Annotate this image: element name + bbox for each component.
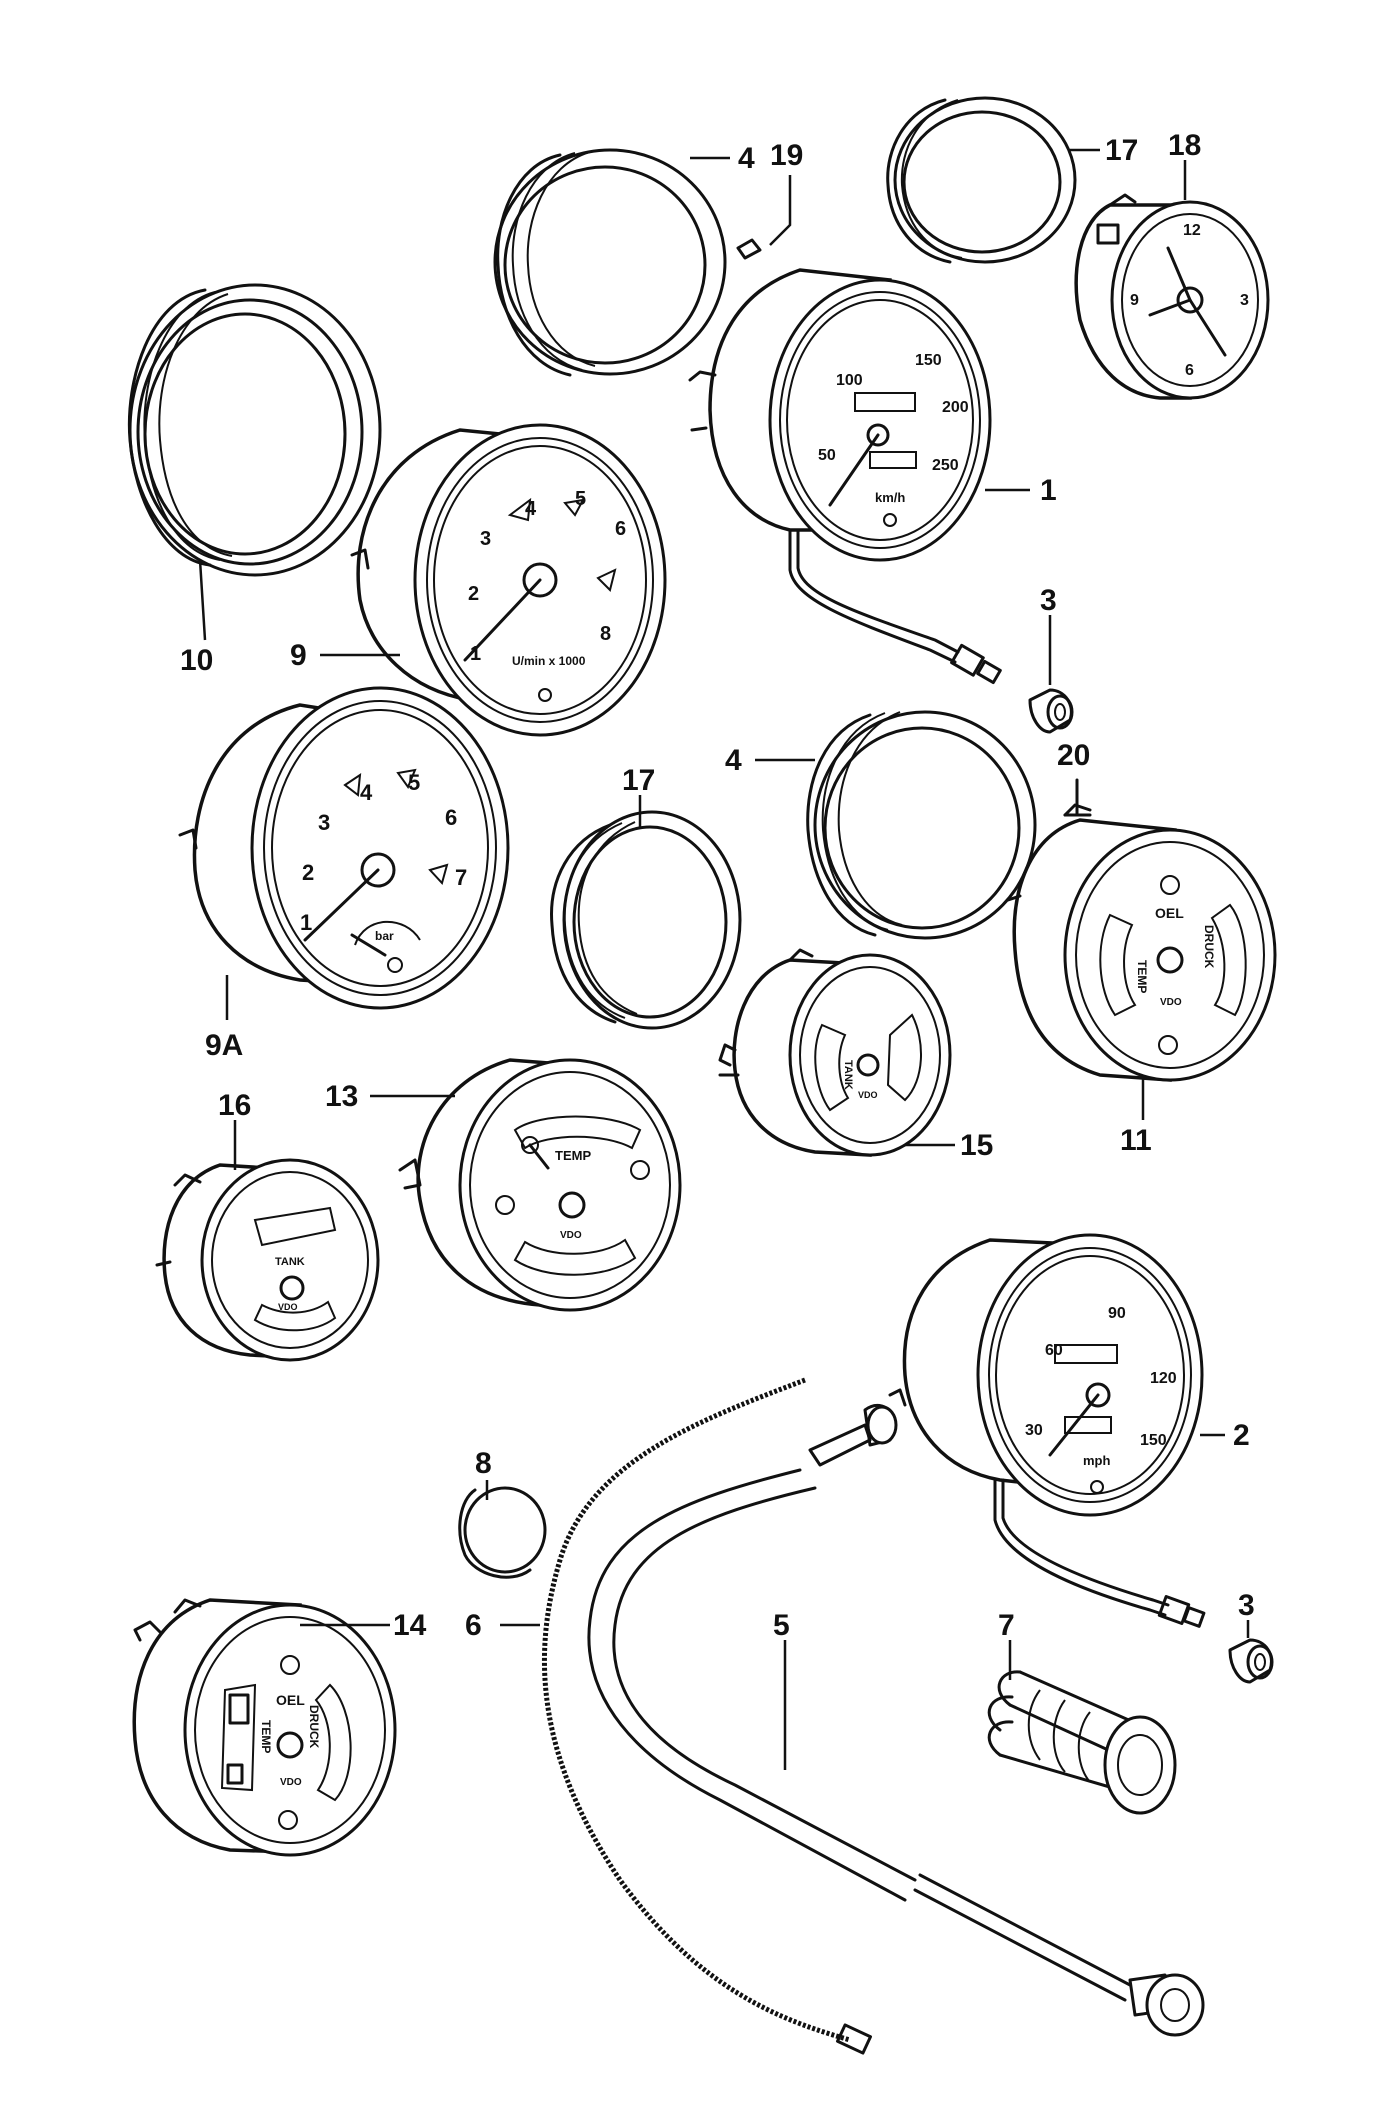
gauge14-oel: OEL bbox=[276, 1692, 305, 1708]
tach9-n2: 2 bbox=[468, 583, 479, 605]
part-8-grommet bbox=[458, 1486, 547, 1579]
label-17-mid: 17 bbox=[622, 764, 655, 797]
gauge14-temp: TEMP bbox=[259, 1720, 273, 1753]
part-9a-tachometer: 1 2 3 4 5 6 7 bar bbox=[178, 686, 510, 1010]
part-14-oil-gauge: OEL TEMP DRUCK VDO bbox=[132, 1598, 397, 1857]
kmh-150: 150 bbox=[915, 352, 942, 369]
label-6: 6 bbox=[465, 1609, 482, 1642]
part-4-bezel-ring-mid bbox=[806, 710, 1037, 940]
gauge15-vdo: VDO bbox=[858, 1090, 878, 1100]
tach9a-n2: 2 bbox=[302, 860, 314, 885]
tach9a-n5: 5 bbox=[408, 770, 420, 795]
part-11-oil-gauge: OEL TEMP DRUCK VDO bbox=[1006, 803, 1277, 1082]
label-5: 5 bbox=[773, 1609, 790, 1642]
part-9-tachometer: 1 2 3 4 5 6 8 U/min x 1000 bbox=[350, 423, 667, 737]
tach9a-n7: 7 bbox=[455, 865, 467, 890]
part-5-speedo-cable bbox=[587, 1403, 1205, 2037]
tach9-unit: U/min x 1000 bbox=[512, 654, 586, 668]
label-14: 14 bbox=[393, 1609, 427, 1642]
part-17-bezel-ring-top bbox=[886, 96, 1077, 264]
label-4-mid: 4 bbox=[725, 744, 742, 777]
label-8: 8 bbox=[475, 1447, 492, 1480]
gauge16-tank: TANK bbox=[275, 1256, 305, 1268]
gauge16-vdo: VDO bbox=[278, 1302, 298, 1312]
kmh-100: 100 bbox=[836, 372, 863, 389]
gauge15-tank: TANK bbox=[842, 1060, 854, 1090]
clock-num-9: 9 bbox=[1130, 292, 1139, 309]
label-20: 20 bbox=[1057, 739, 1090, 772]
part-15-tank-gauge: TANK VDO bbox=[718, 948, 952, 1157]
mph-60: 60 bbox=[1045, 1342, 1063, 1359]
part-17-bezel-ring-mid bbox=[550, 810, 742, 1030]
tach9-n8: 8 bbox=[600, 623, 611, 645]
part-1-speedometer-kmh: 50 100 150 200 250 km/h bbox=[688, 268, 1002, 685]
mph-30: 30 bbox=[1025, 1422, 1043, 1439]
leader-10 bbox=[198, 559, 207, 641]
gauge11-druck: DRUCK bbox=[1202, 925, 1216, 969]
part-19-clip bbox=[736, 238, 762, 260]
part-6-cable bbox=[541, 1377, 872, 2055]
part-4-bezel-ring-top bbox=[493, 148, 727, 377]
label-4-top: 4 bbox=[738, 142, 755, 175]
mph-unit: mph bbox=[1083, 1453, 1111, 1468]
clock-num-12: 12 bbox=[1183, 222, 1201, 239]
label-19: 19 bbox=[770, 139, 803, 172]
part-20-stud bbox=[1063, 778, 1092, 817]
tach9a-bar: bar bbox=[375, 929, 394, 943]
kmh-unit: km/h bbox=[875, 490, 905, 505]
tach9a-n1: 1 bbox=[300, 910, 312, 935]
mph-120: 120 bbox=[1150, 1370, 1177, 1387]
part-10-bezel-ring bbox=[127, 283, 382, 577]
mph-150: 150 bbox=[1140, 1432, 1167, 1449]
tach9-n3: 3 bbox=[480, 528, 491, 550]
gauge14-druck: DRUCK bbox=[307, 1705, 321, 1749]
label-1: 1 bbox=[1040, 474, 1057, 507]
part-13-temp-gauge: TEMP VDO bbox=[398, 1058, 682, 1312]
kmh-200: 200 bbox=[942, 399, 969, 416]
part-18-clock: 12 3 6 9 bbox=[1074, 193, 1270, 400]
tach9a-n3: 3 bbox=[318, 810, 330, 835]
gauge11-oel: OEL bbox=[1155, 905, 1184, 921]
part-3-sleeve-top bbox=[1028, 688, 1074, 734]
mph-90: 90 bbox=[1108, 1305, 1126, 1322]
kmh-250: 250 bbox=[932, 457, 959, 474]
part-3-sleeve-bottom bbox=[1228, 1638, 1274, 1684]
clock-num-3: 3 bbox=[1240, 292, 1249, 309]
part-16-tank-gauge: TANK VDO bbox=[155, 1158, 380, 1362]
label-11: 11 bbox=[1120, 1124, 1152, 1157]
label-16: 16 bbox=[218, 1089, 251, 1122]
gauge13-vdo: VDO bbox=[560, 1230, 582, 1241]
part-7-rubber-boot bbox=[987, 1670, 1177, 1815]
label-17-top: 17 bbox=[1105, 134, 1138, 167]
label-15: 15 bbox=[960, 1129, 993, 1162]
clock-num-6: 6 bbox=[1185, 362, 1194, 379]
gauge14-vdo: VDO bbox=[280, 1777, 302, 1788]
tach9-n6: 6 bbox=[615, 518, 626, 540]
tach9-n5: 5 bbox=[575, 488, 586, 510]
tach9a-n4: 4 bbox=[360, 780, 373, 805]
tach9a-n6: 6 bbox=[445, 805, 457, 830]
label-2: 2 bbox=[1233, 1419, 1250, 1452]
label-3-top: 3 bbox=[1040, 584, 1057, 617]
tach9-n1: 1 bbox=[470, 643, 481, 665]
kmh-50: 50 bbox=[818, 447, 836, 464]
label-10: 10 bbox=[180, 644, 213, 677]
part-2-speedometer-mph: 30 60 90 120 150 mph bbox=[888, 1233, 1206, 1628]
label-9A: 9A bbox=[205, 1029, 243, 1062]
label-9: 9 bbox=[290, 639, 307, 672]
label-13: 13 bbox=[325, 1080, 358, 1113]
label-7: 7 bbox=[998, 1609, 1015, 1642]
label-3-bottom: 3 bbox=[1238, 1589, 1255, 1622]
leader-19 bbox=[769, 175, 792, 246]
gauge13-temp: TEMP bbox=[555, 1148, 591, 1163]
gauge11-temp: TEMP bbox=[1135, 960, 1149, 993]
gauge11-vdo: VDO bbox=[1160, 997, 1182, 1008]
label-18: 18 bbox=[1168, 129, 1201, 162]
